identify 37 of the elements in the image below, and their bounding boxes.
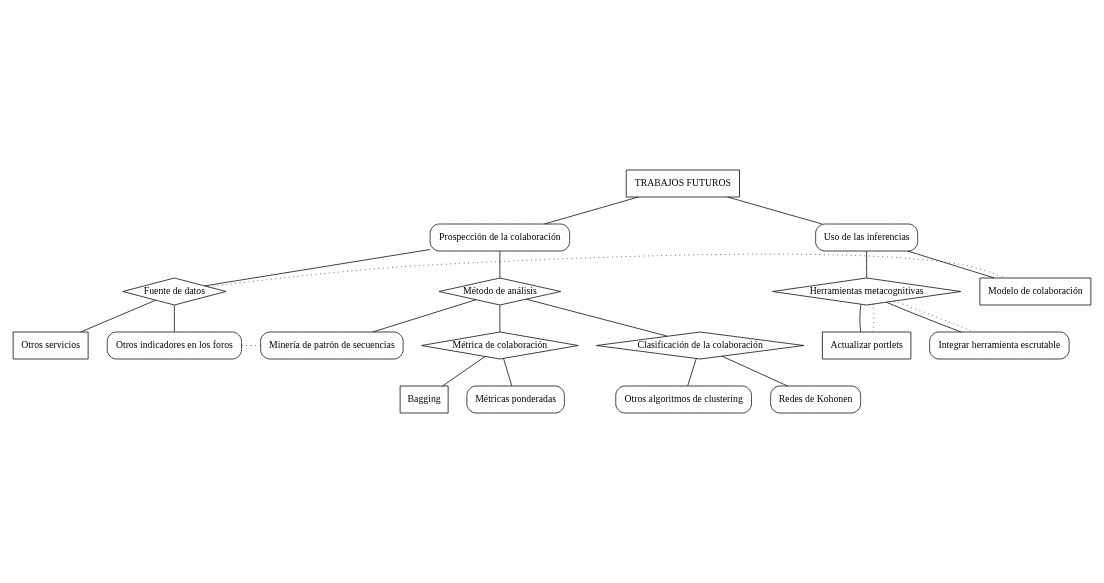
node-diamond: Métrica de colaboración (421, 331, 579, 360)
connector (499, 304, 501, 333)
connector (174, 304, 175, 333)
node-box: Prospección de la colaboración (429, 223, 570, 252)
connector (503, 358, 513, 387)
node-box: Actualizar portlets (822, 331, 912, 360)
node-diamond: Clasificación de la colaboración (596, 331, 805, 360)
node-box: Redes de Kohonen (770, 385, 861, 414)
node-box: Integrar herramienta escrutable (929, 331, 1070, 360)
connector (727, 196, 823, 225)
connector (721, 355, 788, 387)
node-box: Métricas ponderadas (466, 385, 565, 414)
connector (80, 299, 156, 333)
node-box: Modelo de colaboración (979, 277, 1092, 306)
connector (544, 196, 639, 225)
connector (859, 304, 862, 333)
node-diamond: Herramientas metacognitivas (772, 277, 962, 306)
node-box: Bagging (399, 385, 449, 414)
connector (886, 301, 962, 333)
connector (525, 298, 668, 337)
connector (894, 300, 974, 333)
node-box: Otros servicios (12, 331, 89, 360)
connector (442, 356, 486, 387)
connector (907, 250, 995, 279)
node-box: Otros indicadores en los foros (106, 331, 242, 360)
connector (866, 250, 867, 279)
connector (372, 299, 477, 333)
node-box: Minería de patrón de secuencias (260, 331, 404, 360)
node-box: TRABAJOS FUTUROS (625, 169, 740, 198)
connector (204, 249, 431, 287)
node-diamond: Método de análisis (438, 277, 562, 306)
node-box: Otros algoritmos de clustering (615, 385, 752, 414)
connector (208, 253, 1006, 288)
connector (687, 358, 697, 387)
node-diamond: Fuente de datos (122, 277, 227, 306)
connector (499, 250, 501, 279)
node-box: Uso de las inferencias (815, 223, 918, 252)
